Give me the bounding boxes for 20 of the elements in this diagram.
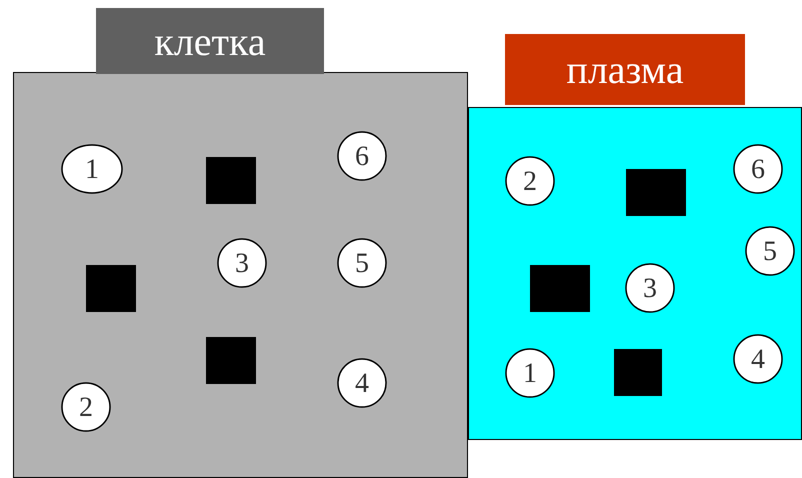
square-marker: [626, 169, 686, 216]
number-label: 6: [750, 155, 766, 185]
number-label: 5: [354, 249, 370, 279]
number-label: 3: [234, 249, 250, 279]
panel-title: клетка: [96, 8, 324, 74]
number-label: 3: [642, 274, 658, 304]
number-label: 2: [78, 393, 94, 423]
square-marker: [530, 265, 590, 312]
number-label: 4: [354, 369, 370, 399]
number-label: 5: [762, 237, 778, 267]
number-label: 1: [522, 359, 538, 389]
square-marker: [614, 349, 662, 396]
square-marker: [206, 157, 256, 204]
number-label: 6: [354, 142, 370, 172]
number-label: 2: [522, 167, 538, 197]
square-marker: [86, 265, 136, 312]
number-label: 1: [84, 155, 100, 185]
number-label: 4: [750, 345, 766, 375]
square-marker: [206, 337, 256, 384]
panel-title: плазма: [505, 34, 745, 105]
